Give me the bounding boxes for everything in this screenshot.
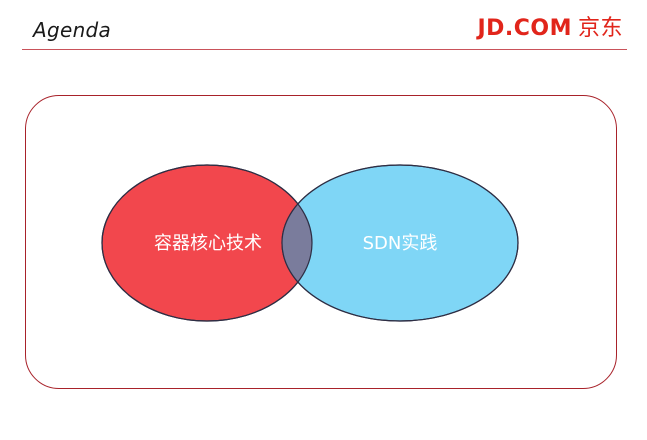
slide-title: Agenda bbox=[33, 18, 112, 42]
right-circle-label: SDN实践 bbox=[363, 233, 438, 254]
logo-text: JD.COM bbox=[477, 16, 572, 41]
left-circle-label: 容器核心技术 bbox=[154, 233, 262, 254]
header-divider bbox=[22, 49, 627, 50]
logo-chinese: 京东 bbox=[577, 16, 623, 41]
left-circle-outline bbox=[101, 164, 313, 322]
right-circle-outline bbox=[281, 164, 519, 322]
content-frame bbox=[25, 95, 617, 389]
